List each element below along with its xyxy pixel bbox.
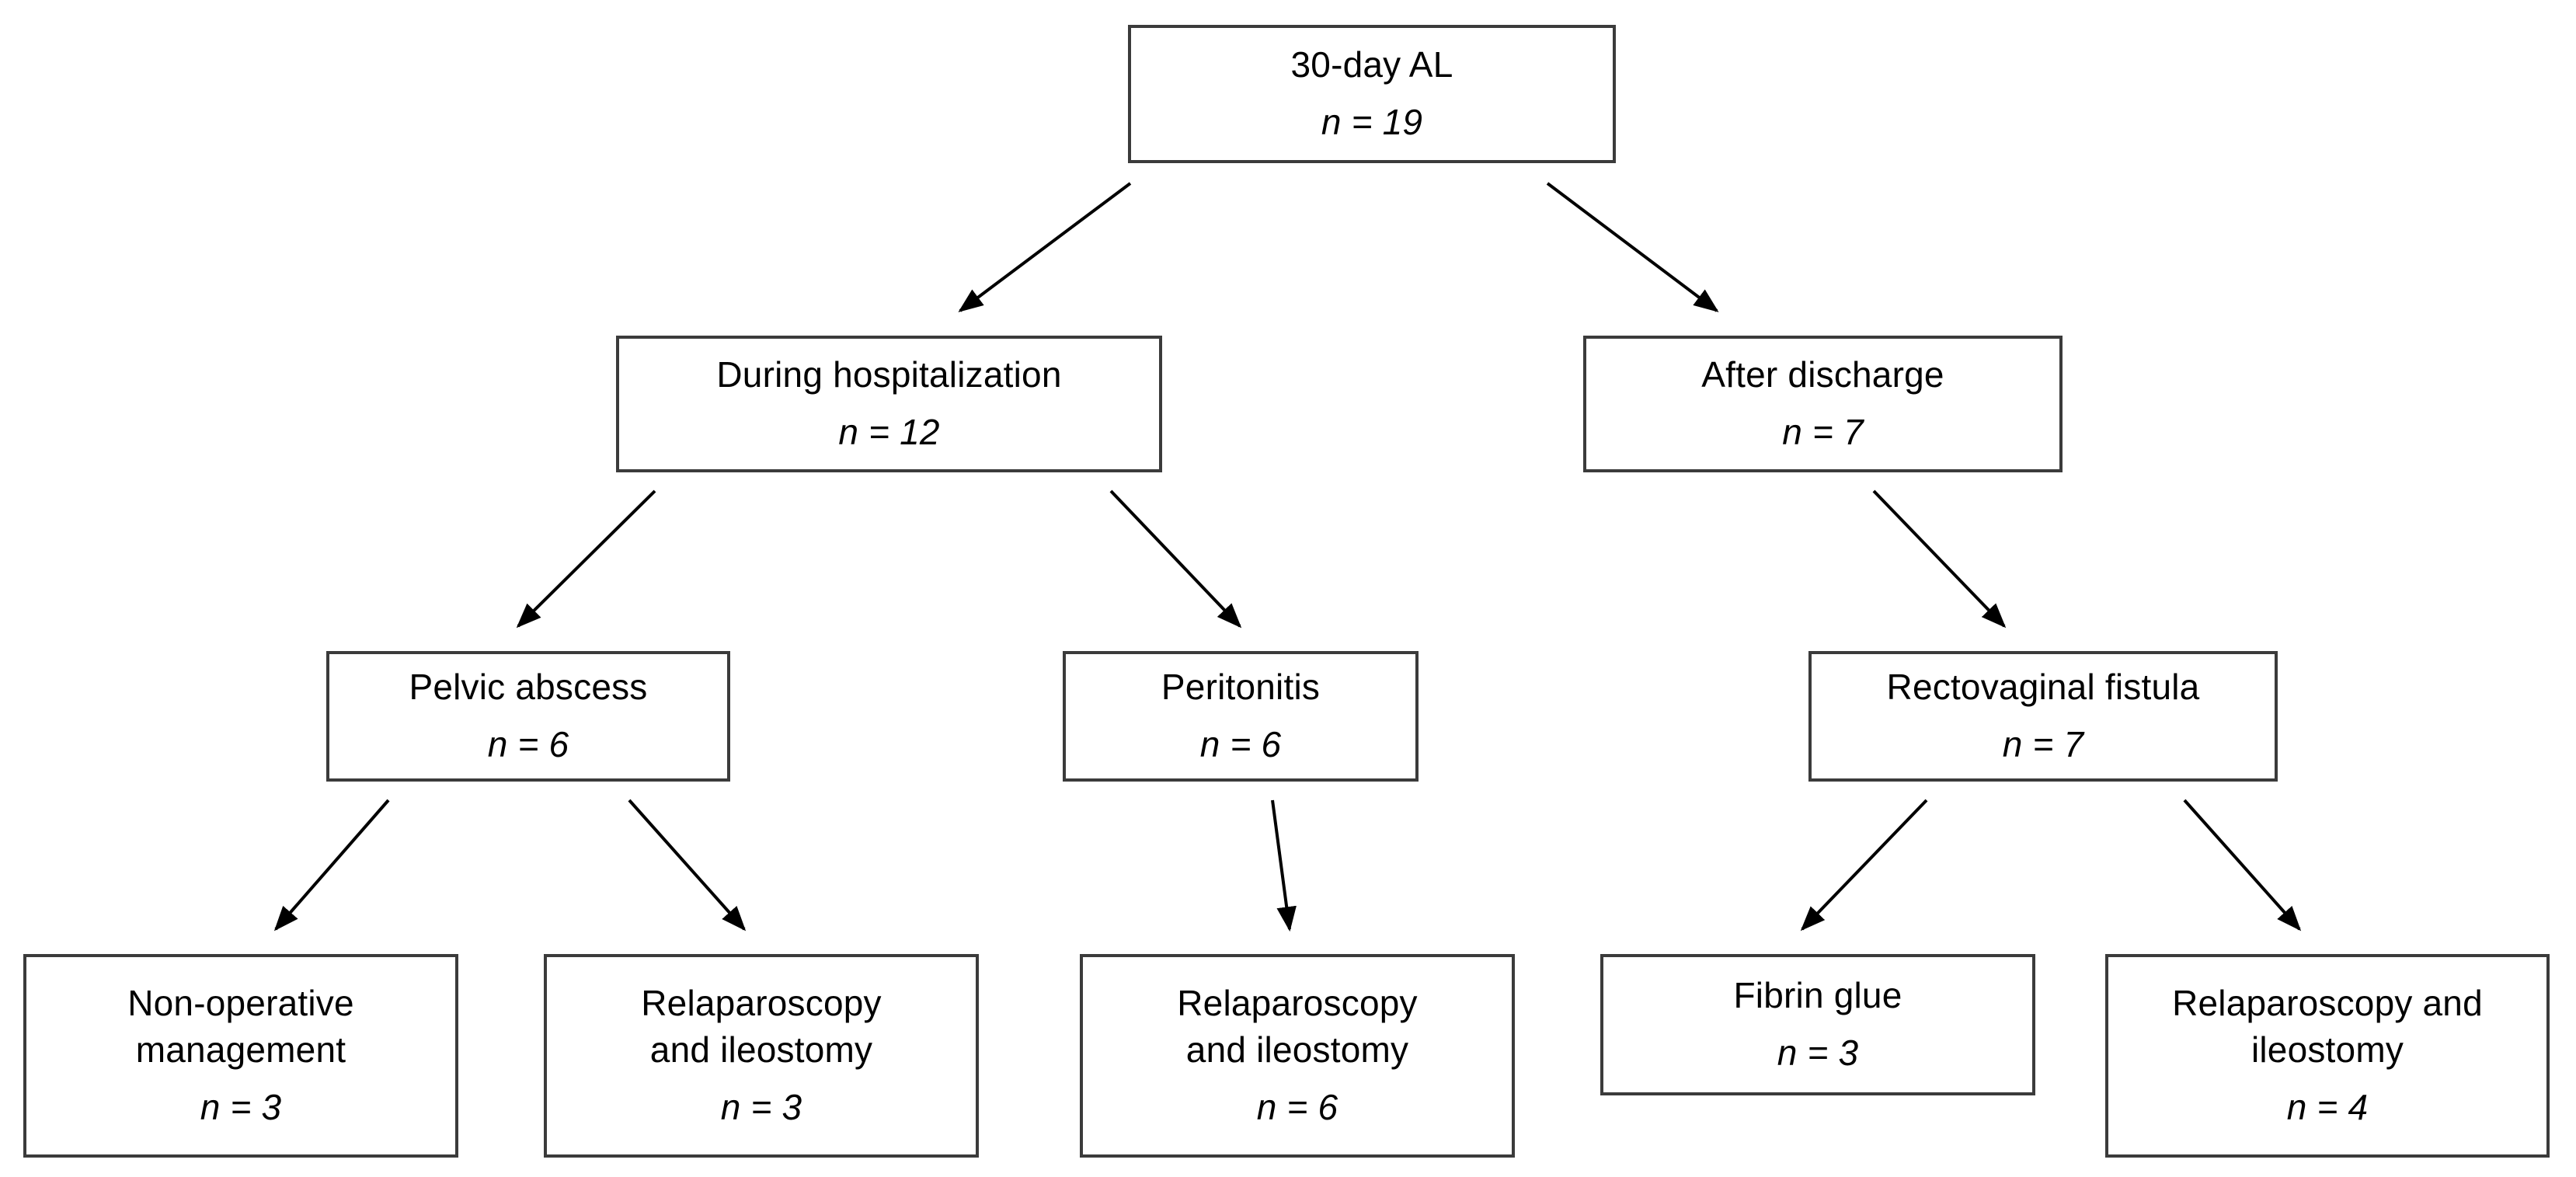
edge-root-to-during-hospitalization (958, 182, 1132, 312)
node-relaparoscopy-and-ileostomy-fistula[interactable]: Relaparoscopy and ileostomy n = 4 (2105, 954, 2550, 1158)
node-label: After discharge (1701, 354, 1944, 395)
node-non-operative-management[interactable]: Non-operative management n = 3 (23, 954, 458, 1158)
edge-rectovaginal-fistula-to-fibrin-glue (1800, 799, 1928, 932)
node-count: n = 3 (200, 1086, 282, 1127)
node-fibrin-glue[interactable]: Fibrin glue n = 3 (1600, 954, 2035, 1095)
node-after-discharge[interactable]: After discharge n = 7 (1583, 336, 2063, 472)
node-label: Pelvic abscess (409, 667, 648, 708)
node-count: n = 3 (1777, 1032, 1859, 1073)
node-count: n = 6 (1199, 723, 1282, 764)
node-label: Relaparoscopy and ileostomy (641, 983, 882, 1071)
edge-during-hospitalization-to-peritonitis (1109, 489, 1242, 629)
node-label: During hospitalization (716, 354, 1062, 395)
node-label: Peritonitis (1161, 667, 1321, 708)
node-label: Fibrin glue (1733, 975, 1902, 1016)
edge-pelvic-abscess-to-non-operative-management (273, 799, 390, 932)
node-relaparoscopy-and-ileostomy-peritonitis[interactable]: Relaparoscopy and ileostomy n = 6 (1080, 954, 1515, 1158)
edge-root-to-after-discharge (1546, 182, 1719, 312)
node-thirty-day-al[interactable]: 30-day AL n = 19 (1128, 25, 1616, 163)
edge-after-discharge-to-rectovaginal-fistula (1872, 489, 2007, 629)
node-relaparoscopy-and-ileostomy-abscess[interactable]: Relaparoscopy and ileostomy n = 3 (544, 954, 979, 1158)
node-count: n = 7 (1782, 411, 1864, 452)
node-count: n = 12 (838, 411, 940, 452)
node-count: n = 3 (720, 1086, 802, 1127)
node-count: n = 6 (1256, 1086, 1338, 1127)
node-label: Non-operative management (127, 983, 354, 1071)
node-pelvic-abscess[interactable]: Pelvic abscess n = 6 (326, 651, 730, 782)
node-peritonitis[interactable]: Peritonitis n = 6 (1063, 651, 1419, 782)
node-count: n = 6 (487, 723, 569, 764)
node-label: Relaparoscopy and ileostomy (1177, 983, 1418, 1071)
node-count: n = 7 (2002, 723, 2084, 764)
edge-lines (273, 182, 2302, 932)
edge-during-hospitalization-to-pelvic-abscess (516, 489, 656, 629)
node-count: n = 4 (2286, 1086, 2369, 1127)
node-during-hospitalization[interactable]: During hospitalization n = 12 (616, 336, 1162, 472)
node-label: Relaparoscopy and ileostomy (2172, 983, 2483, 1071)
edge-rectovaginal-fistula-to-relaparoscopy-ileostomy-fistula (2183, 799, 2302, 932)
node-rectovaginal-fistula[interactable]: Rectovaginal fistula n = 7 (1808, 651, 2278, 782)
node-label: Rectovaginal fistula (1886, 667, 2200, 708)
edge-pelvic-abscess-to-relaparoscopy-ileostomy-abscess (628, 799, 747, 932)
node-label: 30-day AL (1290, 44, 1453, 85)
node-count: n = 19 (1321, 101, 1423, 142)
edge-peritonitis-to-relaparoscopy-ileostomy-peritonitis (1271, 799, 1297, 932)
